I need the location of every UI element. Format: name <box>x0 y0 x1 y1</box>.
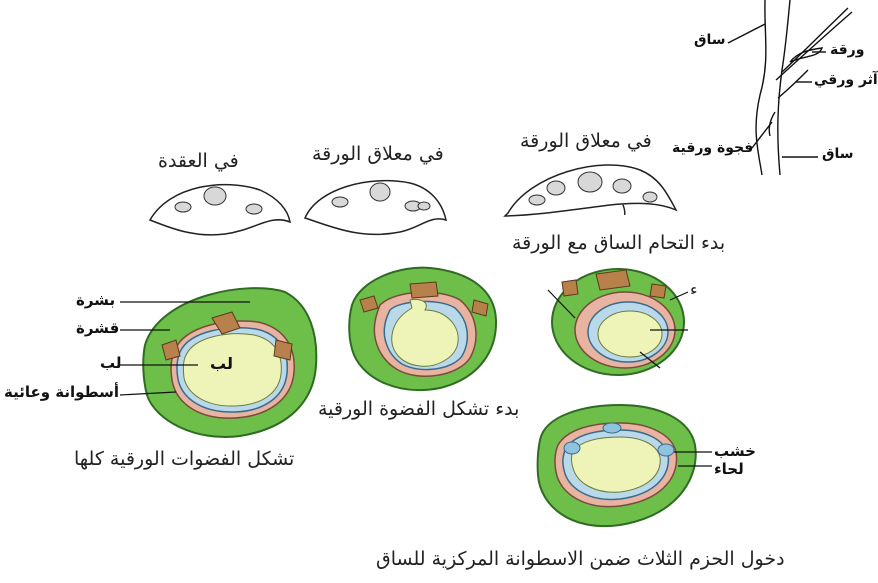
caption-gaps-formed: تشكل الفضوات الورقية كلها <box>74 448 294 470</box>
label-vascular-cylinder: أسطوانة وعائية <box>4 383 119 401</box>
bundle <box>175 202 191 212</box>
leaf-blade <box>790 48 822 62</box>
bundle <box>547 181 565 195</box>
bundle <box>529 195 545 205</box>
label-leaf-trace: آثر ورقي <box>814 72 878 88</box>
label-pith: لب <box>100 354 122 372</box>
leaf-gap-bundle <box>274 340 292 360</box>
label-xylem: خشب <box>714 442 756 460</box>
pith <box>598 311 662 357</box>
section-gap-start <box>349 268 496 390</box>
caption-fusion-start: بدء التحام الساق مع الورقة <box>512 232 725 254</box>
leader-stem-top <box>728 24 765 43</box>
xylem-bundle <box>658 444 674 456</box>
section-fusion <box>548 269 688 375</box>
bundle <box>643 192 657 202</box>
bundle <box>204 187 226 205</box>
caption-petiole-2: في معلاق الورقة <box>520 130 652 152</box>
label-stem-top: ساق <box>694 32 726 48</box>
section-petiole-1 <box>305 181 446 235</box>
bundle <box>578 172 602 192</box>
bundle <box>613 179 631 193</box>
leaf-bundle <box>650 284 666 298</box>
section-bundles-enter <box>538 405 712 526</box>
label-stem-bottom: ساق <box>822 146 854 162</box>
xylem-bundle <box>564 442 580 454</box>
leader-leaf-gap <box>752 122 772 148</box>
stem-outline-right <box>778 0 790 175</box>
label-leaf-gap: فجوة ورقية <box>672 140 753 156</box>
caption-bundles-enter: دخول الحزم الثلاث ضمن الاسطوانة المركزية… <box>376 548 785 570</box>
bundle <box>246 204 262 214</box>
xylem-bundle <box>603 423 621 433</box>
label-pith-inner: لب <box>210 354 233 373</box>
label-cortex: قشرة <box>76 319 119 337</box>
section-petiole-2 <box>505 165 676 216</box>
section-node <box>150 185 290 235</box>
leaf-gap-bundle <box>410 282 438 298</box>
label-epidermis: بشرة <box>76 291 115 309</box>
bundle <box>370 183 390 201</box>
stray-mark-1: ١ <box>620 200 629 219</box>
leaf-bundle <box>596 270 630 290</box>
label-leaf: ورقة <box>830 42 864 58</box>
bundle <box>418 202 430 210</box>
leaf-bundle <box>562 280 578 296</box>
leaf-petiole-outer <box>782 8 848 72</box>
caption-petiole-1: في معلاق الورقة <box>312 143 444 165</box>
caption-node: في العقدة <box>158 150 239 172</box>
bundle <box>332 197 348 207</box>
label-phloem: لحاء <box>714 460 744 478</box>
stray-mark-2: ء <box>690 280 698 299</box>
caption-gap-start: بدء تشكل الفضوة الورقية <box>318 398 519 420</box>
